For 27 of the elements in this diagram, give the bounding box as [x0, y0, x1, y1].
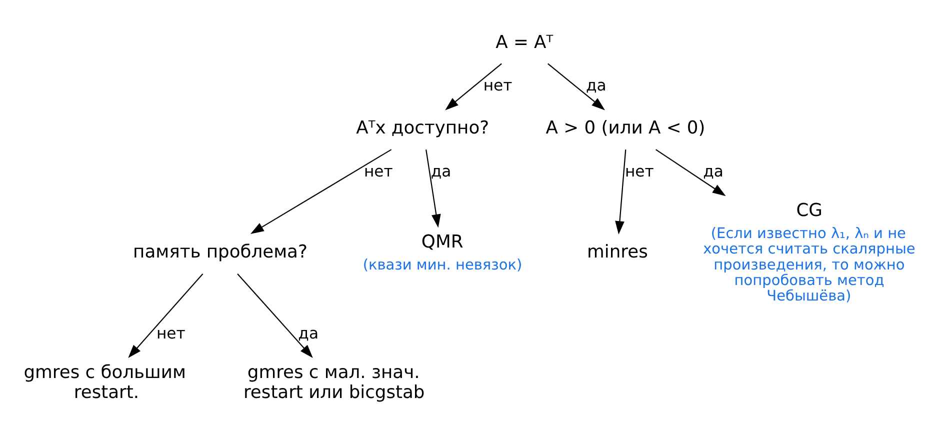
- edge-label: да: [298, 324, 319, 342]
- arrow: [656, 149, 726, 196]
- edge-label: нет: [364, 162, 393, 181]
- arrow: [237, 273, 313, 358]
- arrow: [128, 273, 204, 358]
- arrow: [250, 149, 392, 234]
- node-text: CG: [796, 200, 822, 222]
- arrow: [445, 63, 502, 110]
- edge-label: да: [586, 76, 606, 95]
- node-label: (квази мин. невязок): [362, 257, 522, 274]
- edge-label: да: [703, 162, 724, 181]
- arrow: [426, 149, 441, 228]
- arrow: [548, 63, 605, 110]
- node-text: minres: [587, 241, 648, 262]
- node-text: A > 0 (или A < 0): [546, 118, 706, 139]
- node-label: (Если известно λ₁, λₙ и не хочется считать скалярные произведения, то можно попробовать метод Чебышёва): [703, 226, 916, 305]
- arrow: [615, 150, 626, 235]
- edge-label: да: [430, 162, 452, 181]
- node-text: gmres с мал. знач. restart или bicgstab: [243, 362, 425, 404]
- node-text: A = Aᵀ: [496, 32, 554, 53]
- node-text: gmres с большим restart.: [24, 362, 186, 404]
- node-text: Aᵀx доступно?: [356, 118, 490, 139]
- edge-label: нет: [156, 324, 186, 342]
- edge-label: нет: [483, 76, 512, 95]
- node-text: QMR: [421, 231, 464, 252]
- edge-label: нет: [624, 162, 654, 181]
- node-text: память проблема?: [133, 241, 308, 262]
